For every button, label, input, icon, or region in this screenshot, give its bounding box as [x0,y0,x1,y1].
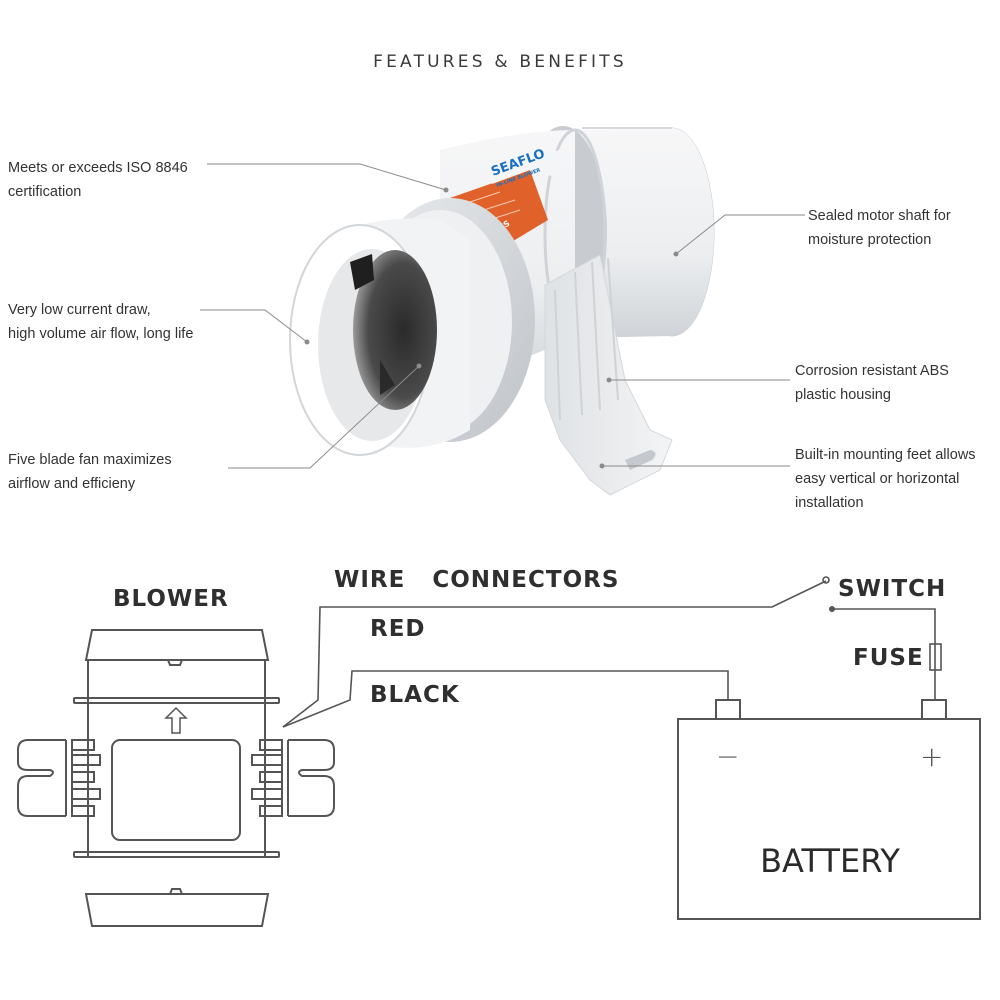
callout-line-fan [228,365,420,469]
fan-opening [353,250,437,410]
feature-line: installation [795,495,864,511]
positive-terminal [921,699,947,720]
fuse-label: FUSE [853,645,924,671]
fan-blade [350,254,374,290]
feature-low-current: Very low current draw, high volume air f… [8,298,193,346]
feature-abs-housing: Corrosion resistant ABS plastic housing [795,359,949,407]
feature-line: Built-in mounting feet allows [795,447,976,463]
red-wire [282,580,827,728]
callout-line-shaft [675,214,805,255]
fuse-icon [929,643,942,671]
red-wire-label: RED [370,616,426,642]
fan-blade [380,360,395,395]
feature-line: Meets or exceeds ISO 8846 [8,160,188,176]
blower-outline [17,629,335,927]
wire-connectors-label: WIRE CONNECTORS [334,567,620,593]
feature-line: certification [8,184,82,200]
feature-five-blade-fan: Five blade fan maximizes airflow and eff… [8,448,172,496]
feature-line: plastic housing [795,387,891,403]
feature-line: Corrosion resistant ABS [795,363,949,379]
callout-line-iso [207,163,447,191]
battery-outline [677,699,981,920]
page-title: FEATURES & BENEFITS [373,52,627,72]
positive-sign: + [920,740,944,773]
negative-sign: − [716,740,740,773]
black-wire [282,670,729,728]
feature-line: Sealed motor shaft for [808,208,951,224]
callout-line-current [200,309,308,343]
feature-sealed-shaft: Sealed motor shaft for moisture protecti… [808,204,951,252]
switch-label: SWITCH [838,576,947,602]
battery-label: BATTERY [760,842,900,880]
product-illustration: SEAFLO IN-LINE BLOWER CE RoHS [200,126,805,496]
feature-line: Very low current draw, [8,302,151,318]
switch-contact-icon [822,576,830,584]
negative-terminal [715,699,741,720]
airflow-arrow-icon [164,706,188,734]
black-wire-label: BLACK [370,682,460,708]
feature-line: airflow and efficieny [8,476,136,492]
blower-mounting-foot [544,254,673,496]
feature-line: Five blade fan maximizes [8,452,172,468]
feature-line: high volume air flow, long life [8,326,194,342]
callout-dots [304,187,679,469]
switch-pivot-icon [829,606,835,612]
feature-line: easy vertical or horizontal [795,471,960,487]
blower-front-duct [289,218,470,456]
blower-label: BLOWER [113,586,229,612]
feature-iso-certification: Meets or exceeds ISO 8846 certification [8,156,188,204]
feature-mounting-feet: Built-in mounting feet allows easy verti… [795,443,976,515]
callout-lines [200,163,805,469]
feature-line: moisture protection [808,232,932,248]
